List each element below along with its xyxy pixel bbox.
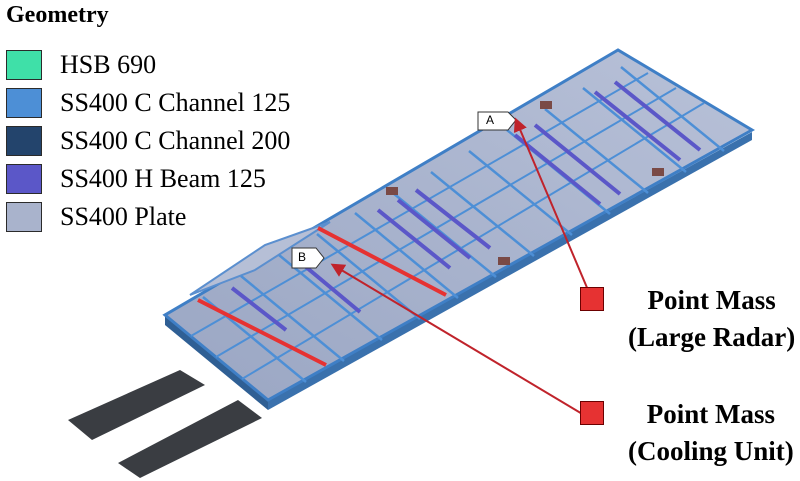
callout-point-mass-b: Point Mass (Cooling Unit) [580, 396, 794, 470]
point-mass-marker [580, 401, 604, 425]
callout-text: Point Mass (Cooling Unit) [628, 396, 794, 470]
legend-label: SS400 H Beam 125 [60, 164, 266, 193]
longitudinal-members [190, 72, 705, 380]
fork-arm-left [68, 370, 205, 440]
legend-label: SS400 C Channel 125 [60, 88, 291, 117]
legend-item: HSB 690 [6, 46, 290, 84]
point-label-a [477, 111, 517, 131]
legend-swatch [6, 88, 42, 118]
callout-point-mass-a: Point Mass (Large Radar) [580, 282, 795, 356]
legend-item: SS400 C Channel 200 [6, 122, 290, 160]
callout-line-1: Point Mass [646, 399, 775, 429]
legend-swatch [6, 50, 42, 80]
legend-swatch [6, 164, 42, 194]
point-label-b-text: B [298, 250, 307, 264]
leader-line-b [330, 263, 585, 416]
deck-side-front [165, 315, 268, 410]
legend-item: SS400 Plate [6, 198, 290, 236]
point-label-b [291, 247, 325, 269]
legend: HSB 690 SS400 C Channel 125 SS400 C Chan… [6, 46, 290, 236]
legend-label: SS400 Plate [60, 202, 187, 231]
callout-text: Point Mass (Large Radar) [628, 282, 795, 356]
point-label-a-text: A [486, 113, 495, 127]
legend-label: HSB 690 [60, 50, 157, 79]
h-beams [230, 80, 702, 332]
deck-step-1 [189, 221, 331, 296]
legend-label: SS400 C Channel 200 [60, 126, 291, 155]
callout-line-2: (Large Radar) [628, 322, 796, 352]
leader-line-a [513, 117, 589, 291]
fork-arm-right [118, 400, 262, 478]
deck-side-right [268, 132, 752, 410]
point-mass-marker [580, 287, 604, 311]
legend-swatch [6, 126, 42, 156]
mount-pads [386, 101, 664, 265]
legend-item: SS400 H Beam 125 [6, 160, 290, 198]
callout-line-1: Point Mass [647, 285, 776, 315]
legend-swatch [6, 202, 42, 232]
legend-title: Geometry [6, 2, 109, 28]
callout-line-2: (Cooling Unit) [628, 436, 794, 466]
legend-item: SS400 C Channel 125 [6, 84, 290, 122]
red-beams [197, 226, 447, 367]
